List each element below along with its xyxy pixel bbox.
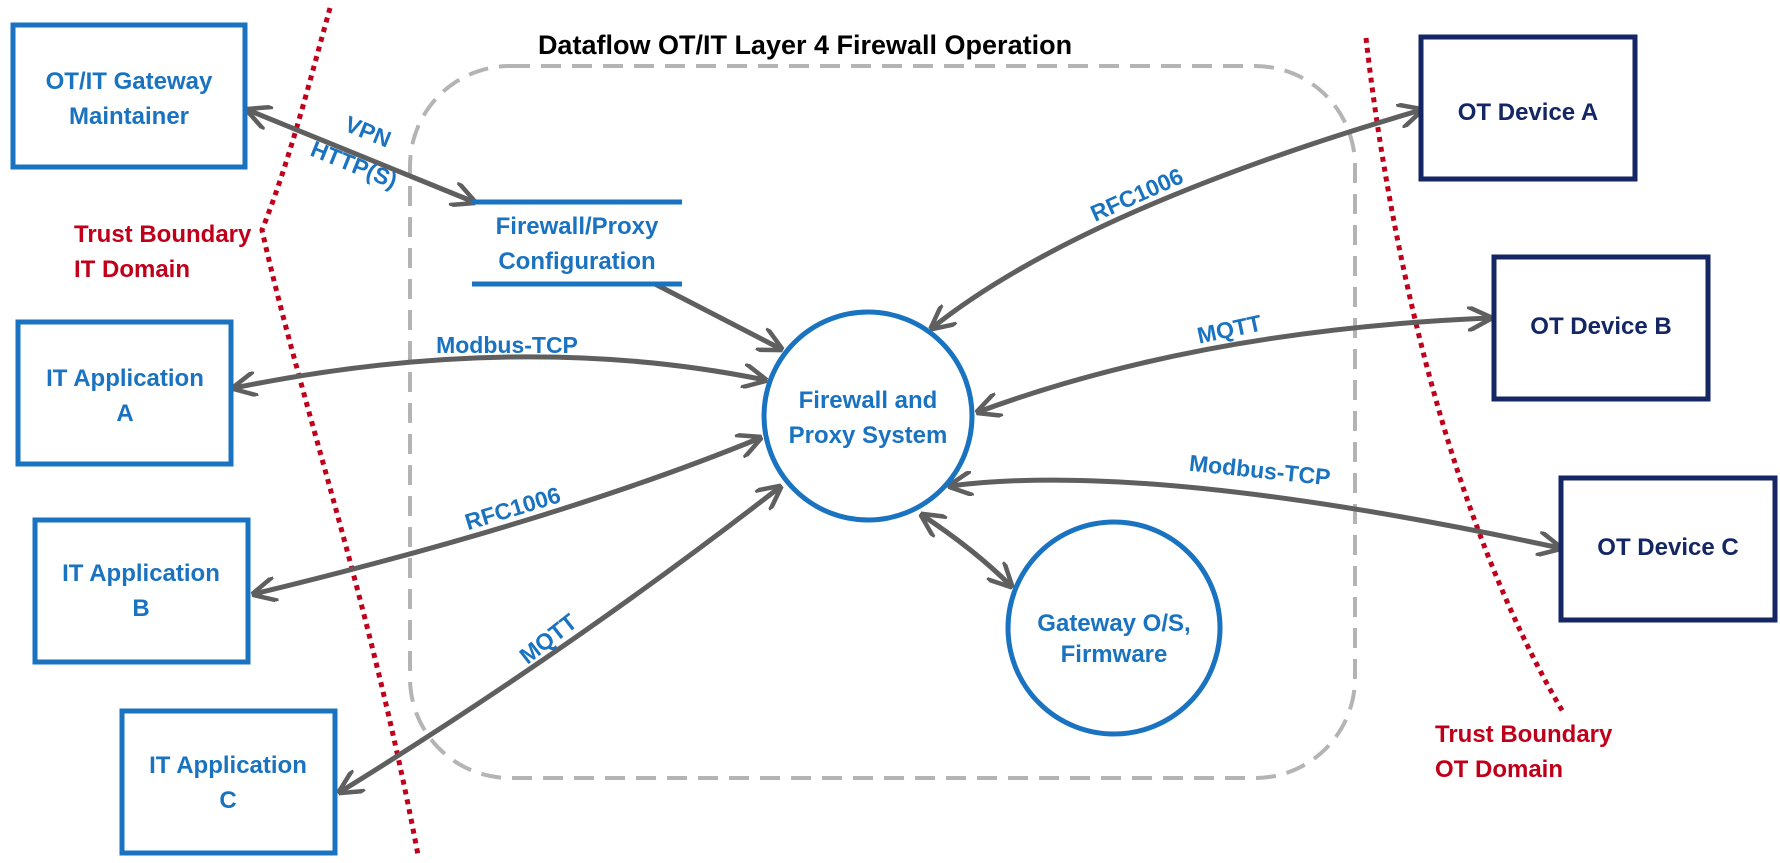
flow-label-it-app-a: Modbus-TCP	[436, 332, 578, 358]
node-ot-dev-c: OT Device C	[1558, 475, 1778, 623]
diagram-title: Dataflow OT/IT Layer 4 Firewall Operatio…	[538, 30, 1072, 60]
arrow-it-app-c	[340, 487, 780, 792]
node-it-app-a-line1: IT Application	[46, 365, 204, 392]
node-config-store: Firewall/Proxy Configuration	[472, 199, 682, 287]
trust-boundary-ot-label-line2: OT Domain	[1435, 756, 1563, 783]
node-it-app-b: IT Application B	[32, 517, 251, 665]
flow-label-it-app-b: RFC1006	[462, 482, 564, 536]
node-firewall-line2: Proxy System	[789, 422, 948, 449]
flow-label-vpn: VPN	[341, 111, 395, 153]
node-gateway-os-line2: Firmware	[1061, 641, 1168, 668]
arrow-it-app-a	[234, 354, 765, 388]
node-it-app-b-line2: B	[132, 595, 149, 622]
arrow-gateway-os	[922, 515, 1011, 586]
node-ot-dev-a: OT Device A	[1418, 34, 1638, 182]
node-ot-dev-a-label: OT Device A	[1458, 99, 1599, 126]
arrow-maintainer-config	[248, 110, 474, 202]
arrow-ot-dev-b	[978, 318, 1490, 412]
gateway-zone	[408, 64, 1357, 780]
node-config-store-line1: Firewall/Proxy	[496, 213, 659, 240]
node-maintainer: OT/IT Gateway Maintainer	[10, 22, 248, 170]
node-gateway-os: Gateway O/S, Firmware	[1005, 519, 1223, 737]
node-ot-dev-c-label: OT Device C	[1597, 534, 1738, 561]
arrow-ot-dev-c	[950, 480, 1560, 548]
node-config-store-line2: Configuration	[498, 248, 655, 275]
node-firewall: Firewall and Proxy System	[761, 309, 975, 523]
node-it-app-c: IT Application C	[119, 708, 338, 856]
trust-boundary-ot-label-line1: Trust Boundary	[1435, 721, 1613, 748]
trust-boundary-it-label-line2: IT Domain	[74, 256, 190, 283]
node-it-app-a: IT Application A	[15, 319, 234, 467]
arrow-config-firewall	[652, 281, 781, 349]
arrow-ot-dev-a	[932, 110, 1421, 328]
node-it-app-a-line2: A	[116, 400, 133, 427]
node-ot-dev-b-label: OT Device B	[1530, 313, 1671, 340]
node-it-app-c-line2: C	[219, 787, 236, 814]
trust-boundary-it-label-line1: Trust Boundary	[74, 221, 252, 248]
node-gateway-os-line1: Gateway O/S,	[1037, 610, 1190, 637]
node-maintainer-line2: Maintainer	[69, 103, 189, 130]
node-maintainer-line1: OT/IT Gateway	[46, 68, 213, 95]
node-it-app-b-line1: IT Application	[62, 560, 220, 587]
node-it-app-c-line1: IT Application	[149, 752, 307, 779]
node-ot-dev-b: OT Device B	[1491, 254, 1711, 402]
node-firewall-line1: Firewall and	[799, 387, 938, 414]
flow-label-ot-dev-c: Modbus-TCP	[1188, 450, 1332, 491]
